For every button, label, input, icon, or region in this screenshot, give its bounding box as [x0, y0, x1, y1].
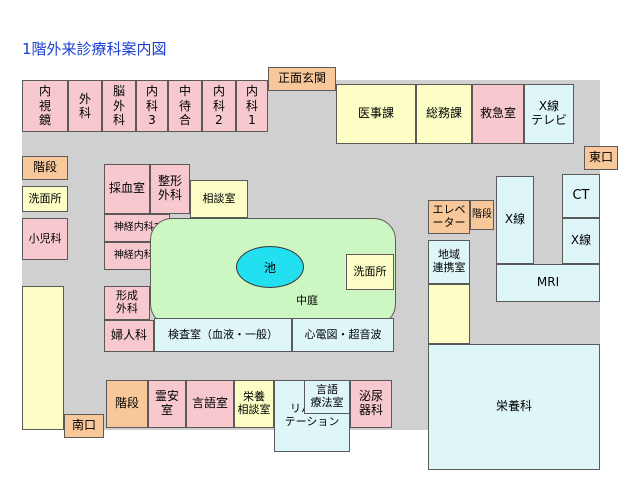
- room-chu-machiai: 中 待 合: [168, 80, 202, 132]
- room-kaidan-left: 階段: [22, 156, 68, 180]
- room-naika2: 内 科 2: [202, 80, 236, 132]
- room-ct: CT: [562, 174, 600, 218]
- room-naika3: 内 科 3: [136, 80, 168, 132]
- room-seikei-geka: 整形 外科: [150, 164, 190, 214]
- room-naika1: 内 科 1: [236, 80, 268, 132]
- room-naika-shikyo: 内 視 鏡: [22, 80, 68, 132]
- room-kaidan-right: 階段: [470, 200, 494, 230]
- room-kaidan-bottom: 階段: [106, 380, 148, 428]
- room-keisei-geka: 形成 外科: [104, 286, 150, 320]
- room-minami-guchi: 南口: [64, 414, 104, 438]
- hall-south-corridor: [22, 286, 64, 430]
- page-title: 1階外来診療科案内図: [22, 40, 167, 58]
- room-gengo-ryoho: 言語 療法室: [304, 380, 350, 414]
- room-shindenzu: 心電図・超音波: [292, 318, 394, 352]
- room-higashi-guchi: 東口: [584, 146, 618, 170]
- room-ijika: 医事課: [336, 84, 416, 144]
- hall-east-corridor: [428, 284, 470, 344]
- room-shonika: 小児科: [22, 218, 68, 260]
- room-kensa: 検査室（血液・一般）: [154, 318, 292, 352]
- room-mri: MRI: [496, 264, 600, 302]
- room-senmen-left: 洗面所: [22, 186, 68, 212]
- room-noge: 脳 外 科: [102, 80, 136, 132]
- room-senmen-center: 洗面所: [346, 254, 394, 290]
- room-gengoshitsu: 言語室: [186, 380, 234, 428]
- room-elevator: エレベ ーター: [428, 200, 470, 234]
- room-kyukyu: 救急室: [472, 84, 524, 144]
- room-xray-tv: X線 テレビ: [524, 84, 574, 144]
- room-somuka: 総務課: [416, 84, 472, 144]
- room-geka: 外 科: [68, 80, 102, 132]
- room-eiyo-sodan: 栄養 相談室: [234, 380, 274, 428]
- room-eiyoka: 栄養科: [428, 344, 600, 470]
- courtyard-label: 中庭: [296, 294, 318, 307]
- room-hinyokika: 泌尿 器科: [350, 380, 392, 428]
- room-shomen-genkan: 正面玄関: [268, 67, 336, 91]
- room-fujinka: 婦人科: [104, 320, 154, 352]
- room-xray: X線: [496, 176, 534, 264]
- pond: 池: [236, 246, 304, 288]
- room-xray-2: X線: [562, 218, 600, 264]
- room-sodan: 相談室: [190, 180, 248, 218]
- room-reianshitsu: 霊安 室: [148, 380, 186, 428]
- room-saiketsu: 採血室: [104, 164, 150, 214]
- room-chiiki-renkei: 地域 連携室: [428, 240, 470, 284]
